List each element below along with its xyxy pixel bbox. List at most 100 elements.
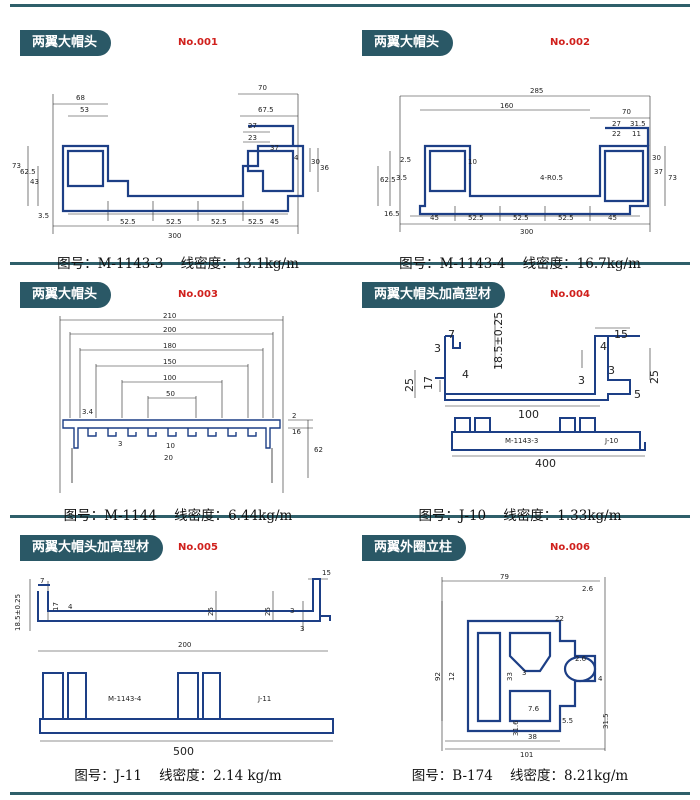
profile-drawing-b174: 2.6 22 12 92 33 3 7.6 31.6 2.6 5.5 31.5 … bbox=[434, 573, 610, 759]
svg-text:31.6: 31.6 bbox=[512, 720, 520, 736]
svg-text:15: 15 bbox=[322, 569, 331, 577]
svg-text:43: 43 bbox=[30, 178, 39, 186]
profile-drawing-m1143-4: 285 160 70 27 31.5 22 11 30 37 73 62.5 2… bbox=[377, 87, 677, 236]
svg-text:62.5: 62.5 bbox=[380, 176, 396, 184]
svg-text:150: 150 bbox=[163, 358, 176, 366]
panel-caption: 图号：B-174 线密度：8.21kg/m bbox=[411, 768, 629, 784]
svg-text:300: 300 bbox=[168, 232, 181, 240]
assembly-labels: M-1143-4 J-11 500 bbox=[108, 695, 271, 758]
svg-text:3.5: 3.5 bbox=[38, 212, 49, 220]
svg-text:52.5: 52.5 bbox=[558, 214, 574, 222]
svg-text:27: 27 bbox=[612, 120, 621, 128]
svg-text:2.6: 2.6 bbox=[575, 655, 587, 663]
svg-text:53: 53 bbox=[80, 106, 89, 114]
svg-text:4: 4 bbox=[600, 340, 607, 353]
svg-text:52.5: 52.5 bbox=[513, 214, 529, 222]
panel-number: No.006 bbox=[550, 542, 590, 553]
svg-text:3: 3 bbox=[434, 342, 441, 355]
svg-text:200: 200 bbox=[178, 641, 191, 649]
svg-text:5.5: 5.5 bbox=[562, 717, 573, 725]
dimension-labels: 68 53 70 67.5 27 23 37 4 30 36 43 62.5 7… bbox=[12, 84, 329, 240]
panel-005: 两翼大帽头加高型材 No.005 18.5±0.25 7 17 4 25 25 … bbox=[8, 535, 348, 790]
svg-text:4-R0.5: 4-R0.5 bbox=[540, 174, 563, 182]
svg-text:2.6: 2.6 bbox=[582, 585, 594, 593]
svg-text:45: 45 bbox=[270, 218, 279, 226]
svg-text:3.4: 3.4 bbox=[82, 408, 94, 416]
svg-text:5: 5 bbox=[634, 388, 641, 401]
svg-text:3: 3 bbox=[290, 607, 294, 615]
svg-text:16: 16 bbox=[292, 428, 301, 436]
svg-text:11: 11 bbox=[632, 130, 641, 138]
svg-text:4: 4 bbox=[294, 154, 299, 162]
svg-text:27: 27 bbox=[248, 122, 257, 130]
svg-text:10: 10 bbox=[166, 442, 175, 450]
svg-text:100: 100 bbox=[163, 374, 176, 382]
svg-text:22: 22 bbox=[555, 615, 564, 623]
svg-text:23: 23 bbox=[248, 134, 257, 142]
assembly-labels: M-1143-3 J-10 400 bbox=[505, 437, 618, 470]
svg-text:62.5: 62.5 bbox=[20, 168, 36, 176]
svg-text:67.5: 67.5 bbox=[258, 106, 274, 114]
panel-caption: 图号：M-1143-4 线密度：16.7kg/m bbox=[399, 256, 641, 272]
svg-text:30: 30 bbox=[311, 158, 320, 166]
svg-text:200: 200 bbox=[163, 326, 176, 334]
svg-text:100: 100 bbox=[518, 408, 539, 421]
svg-text:18.5±0.25: 18.5±0.25 bbox=[492, 312, 505, 370]
svg-text:101: 101 bbox=[520, 751, 533, 759]
panel-002: 两翼大帽头 No.002 285 160 70 27 31.5 22 11 bbox=[350, 30, 690, 282]
panel-caption: 图号：J-10 线密度：1.33kg/m bbox=[418, 508, 622, 524]
svg-text:500: 500 bbox=[173, 745, 194, 758]
svg-text:17: 17 bbox=[422, 376, 435, 390]
panel-caption: 图号：M-1143-3 线密度：13.1kg/m bbox=[57, 256, 299, 272]
dimension-labels: 18.5±0.25 7 3 25 17 4 3 15 4 100 25 5 3 bbox=[403, 312, 661, 421]
row-divider-1 bbox=[10, 262, 690, 265]
svg-text:52.5: 52.5 bbox=[468, 214, 484, 222]
svg-text:52.5: 52.5 bbox=[211, 218, 227, 226]
svg-text:210: 210 bbox=[163, 312, 176, 320]
svg-text:45: 45 bbox=[430, 214, 439, 222]
panel-title: 两翼大帽头 bbox=[20, 282, 112, 308]
profile-drawing-m1144: 210 200 180 150 100 50 3.4 2 16 62 20 3 … bbox=[59, 312, 323, 493]
svg-text:38: 38 bbox=[528, 733, 537, 741]
svg-text:3: 3 bbox=[300, 625, 304, 633]
svg-text:M-1143-3: M-1143-3 bbox=[505, 437, 538, 445]
svg-text:73: 73 bbox=[12, 162, 21, 170]
panel-number: No.005 bbox=[178, 542, 218, 553]
svg-text:73: 73 bbox=[668, 174, 677, 182]
profile-drawing-j11: 18.5±0.25 7 17 4 25 25 3 3 15 200 M-1143… bbox=[14, 569, 334, 758]
profile-drawing-j10: 18.5±0.25 7 3 25 17 4 3 15 4 100 25 5 3 … bbox=[403, 312, 661, 470]
svg-text:52.5: 52.5 bbox=[166, 218, 182, 226]
panel-001: 两翼大帽头 No.001 68 53 70 67.5 27 23 bbox=[8, 30, 348, 282]
svg-text:15: 15 bbox=[614, 328, 628, 341]
panel-title: 两翼大帽头 bbox=[20, 30, 112, 56]
panel-caption: 图号：J-11 线密度：2.14 kg/m bbox=[74, 768, 282, 784]
panel-003: 两翼大帽头 No.003 210 200 180 150 100 50 bbox=[8, 282, 348, 534]
svg-text:62: 62 bbox=[314, 446, 323, 454]
panel-title: 两翼大帽头 bbox=[362, 30, 454, 56]
svg-text:25: 25 bbox=[403, 378, 416, 392]
svg-text:285: 285 bbox=[530, 87, 543, 95]
svg-text:70: 70 bbox=[622, 108, 631, 116]
svg-text:180: 180 bbox=[163, 342, 176, 350]
svg-text:37: 37 bbox=[270, 144, 279, 152]
svg-text:50: 50 bbox=[166, 390, 175, 398]
panel-number: No.002 bbox=[550, 37, 590, 48]
svg-text:25: 25 bbox=[648, 370, 661, 384]
svg-text:33: 33 bbox=[506, 672, 514, 681]
svg-text:3: 3 bbox=[522, 669, 526, 677]
top-divider bbox=[10, 4, 690, 7]
svg-text:25: 25 bbox=[207, 607, 215, 616]
panel-004: 两翼大帽头加高型材 No.004 18.5±0.25 7 3 25 17 4 3… bbox=[350, 282, 690, 534]
svg-text:22: 22 bbox=[612, 130, 621, 138]
svg-text:7: 7 bbox=[40, 577, 44, 585]
svg-text:10: 10 bbox=[468, 158, 477, 166]
svg-text:92: 92 bbox=[434, 672, 442, 681]
svg-text:52.5: 52.5 bbox=[120, 218, 136, 226]
svg-text:3: 3 bbox=[608, 364, 615, 377]
dimension-labels: 2.6 22 12 92 33 3 7.6 31.6 2.6 5.5 31.5 … bbox=[434, 573, 610, 759]
svg-text:16.5: 16.5 bbox=[384, 210, 400, 218]
svg-text:7.6: 7.6 bbox=[528, 705, 540, 713]
svg-text:52.5: 52.5 bbox=[248, 218, 264, 226]
svg-text:400: 400 bbox=[535, 457, 556, 470]
svg-text:20: 20 bbox=[164, 454, 173, 462]
